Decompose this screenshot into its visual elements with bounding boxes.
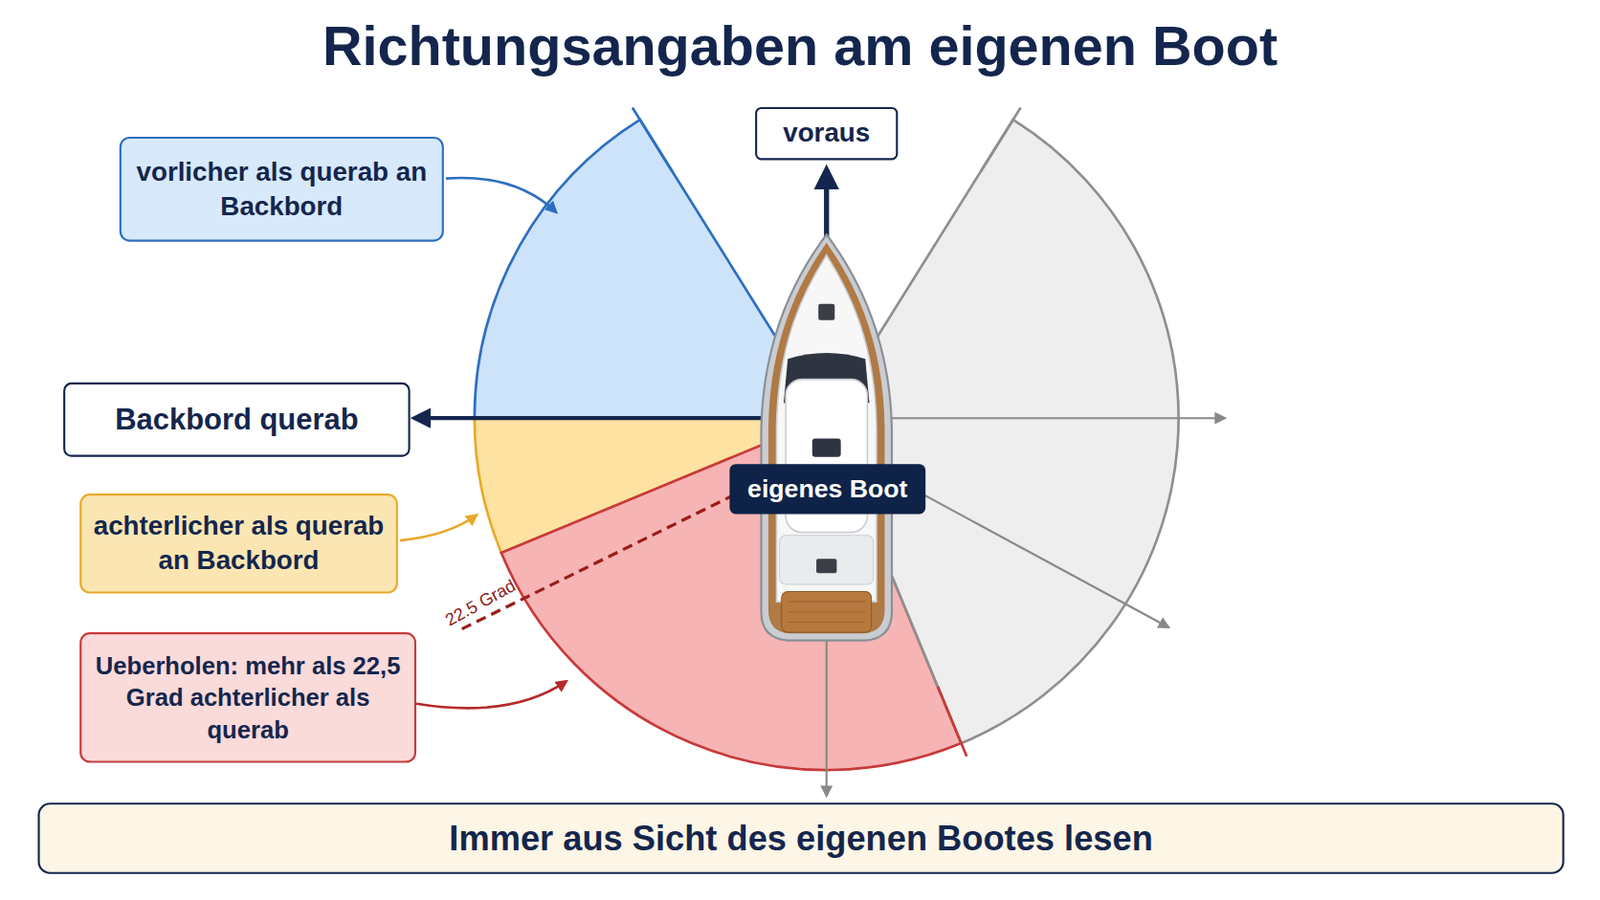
- sector-callout: Ueberholen: mehr als 22,5 Grad achterlic…: [79, 632, 417, 763]
- voraus-arrow: [823, 169, 829, 237]
- node-text: vorlicher als querab an Backbord: [132, 155, 433, 224]
- sector-callout: achterlicher als querab an Backbord: [79, 493, 399, 595]
- title: Richtungsangaben am eigenen Boot: [0, 14, 1600, 78]
- grey-arrow: [825, 632, 828, 797]
- grey-arrow: [889, 417, 1225, 420]
- node-text: eigenes Boot: [747, 472, 908, 507]
- boat-label: eigenes Boot: [729, 464, 926, 514]
- note-band: Immer aus Sicht des eigenen Bootes lesen: [37, 802, 1564, 875]
- node-text: Ueberholen: mehr als 22,5 Grad achterlic…: [91, 649, 404, 746]
- callout-arrows: [400, 177, 567, 709]
- node-text: achterlicher als querab an Backbord: [91, 509, 386, 578]
- querab-arrow: [414, 416, 764, 421]
- node-text: Backbord querab: [114, 400, 358, 440]
- direction-box: voraus: [755, 107, 898, 160]
- node-text: Immer aus Sicht des eigenen Bootes lesen: [448, 816, 1153, 862]
- callout-arrow: [445, 177, 556, 213]
- callout-arrow: [416, 681, 567, 709]
- grey-arrow: [923, 494, 1169, 628]
- sector-callout: vorlicher als querab an Backbord: [119, 136, 445, 243]
- sector-edge: [937, 687, 967, 757]
- boat-illustration: [760, 234, 891, 641]
- node-text: voraus: [782, 116, 870, 152]
- direction-box: Backbord querab: [63, 382, 411, 458]
- angle-label: 22.5 Grad: [442, 576, 520, 632]
- dashed-22-5-line: [459, 494, 735, 631]
- callout-arrow: [400, 514, 477, 541]
- sector-edge: [632, 108, 673, 173]
- sector-edge: [980, 108, 1022, 173]
